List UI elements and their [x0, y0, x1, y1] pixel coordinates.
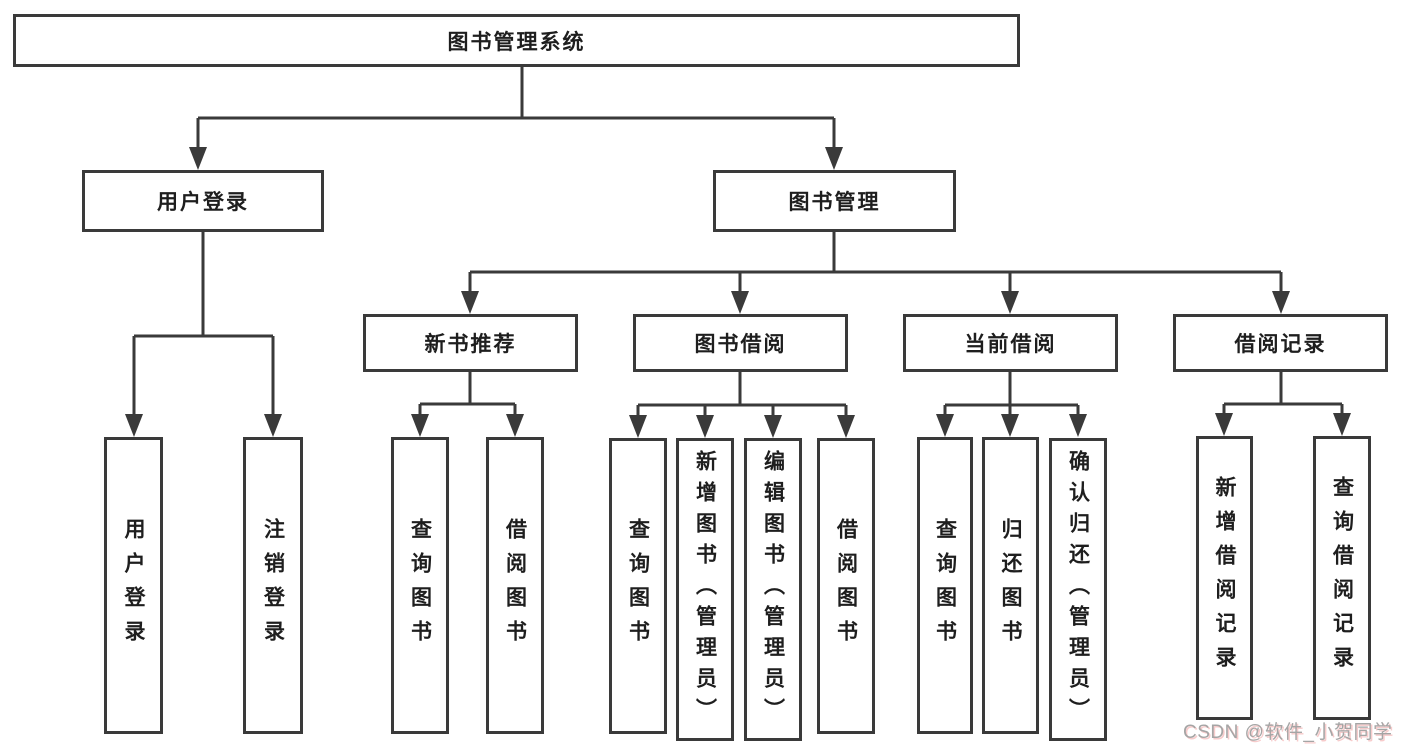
leaf-confirm-return-admin: 确认归还（管理员）: [1049, 438, 1107, 741]
leaf-borrow-books-borrow: 借阅图书: [817, 438, 875, 734]
connector-book-management-to-level3: [468, 232, 1283, 296]
node-user-login: 用户登录: [82, 170, 324, 232]
connector-borrow-records-to-children: [1222, 372, 1344, 418]
node-current-borrow: 当前借阅: [903, 314, 1118, 372]
leaf-query-books-recommend: 查询图书: [391, 437, 449, 734]
node-root: 图书管理系统: [13, 14, 1020, 67]
connector-root-to-level2: [196, 67, 836, 150]
node-borrow-records: 借阅记录: [1173, 314, 1388, 372]
leaf-add-book-admin: 新增图书（管理员）: [676, 438, 734, 741]
connector-new-book-recommend-to-children: [418, 372, 517, 419]
leaf-query-borrow-record: 查询借阅记录: [1313, 436, 1371, 720]
leaf-edit-book-admin: 编辑图书（管理员）: [744, 438, 802, 741]
connector-book-borrow-to-children: [636, 372, 848, 420]
leaf-add-borrow-record: 新增借阅记录: [1196, 436, 1253, 720]
csdn-watermark: CSDN @软件_小贺同学: [1183, 722, 1393, 743]
node-new-book-recommend: 新书推荐: [363, 314, 578, 372]
connector-user-login-to-children: [132, 232, 275, 419]
node-book-borrow: 图书借阅: [633, 314, 848, 372]
connector-current-borrow-to-children: [943, 372, 1080, 419]
leaf-borrow-books-recommend: 借阅图书: [486, 437, 544, 734]
leaf-user-login: 用户登录: [104, 437, 163, 734]
leaf-logout: 注销登录: [243, 437, 303, 734]
leaf-query-books-current: 查询图书: [917, 437, 973, 734]
connector-lines: [132, 67, 1344, 420]
leaf-return-book: 归还图书: [982, 437, 1039, 734]
arrowhead-icons: [125, 147, 1351, 438]
leaf-query-books-borrow: 查询图书: [609, 438, 667, 734]
node-book-management: 图书管理: [713, 170, 956, 232]
